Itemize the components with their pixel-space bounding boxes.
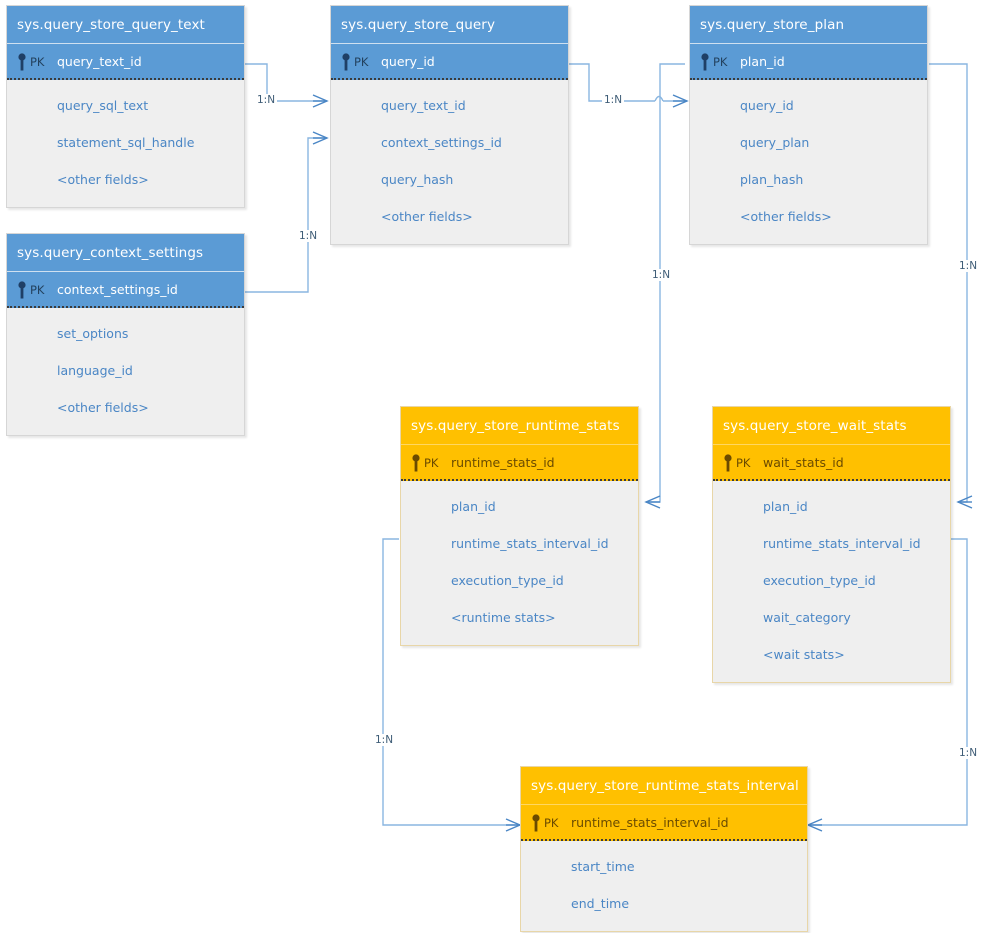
entity-primary-key-row: PK query_id xyxy=(331,44,568,80)
field-row: query_plan xyxy=(740,135,810,150)
key-icon xyxy=(724,454,732,472)
field-row: runtime_stats_interval_id xyxy=(451,536,609,551)
entity-query-store-wait-stats[interactable]: sys.query_store_wait_stats PK wait_stats… xyxy=(712,406,951,683)
entity-primary-key-row: PK runtime_stats_interval_id xyxy=(521,805,807,841)
key-icon xyxy=(532,814,540,832)
entity-title: sys.query_store_query xyxy=(331,6,568,44)
field-row: <wait stats> xyxy=(763,647,845,662)
entity-field-list: plan_id runtime_stats_interval_id execut… xyxy=(401,481,638,645)
pk-field-name: query_id xyxy=(381,54,435,69)
cardinality-label-interval-to-wait-stats: 1:N xyxy=(957,747,980,759)
pk-field-name: context_settings_id xyxy=(57,282,178,297)
field-row: execution_type_id xyxy=(763,573,876,588)
entity-query-store-runtime-stats-interval[interactable]: sys.query_store_runtime_stats_interval P… xyxy=(520,766,808,932)
key-icon xyxy=(701,53,709,71)
rel-plan-to-runtime-stats xyxy=(644,63,685,509)
key-icon xyxy=(18,281,26,299)
pk-badge: PK xyxy=(424,456,439,470)
entity-primary-key-row: PK plan_id xyxy=(690,44,927,80)
entity-title: sys.query_store_query_text xyxy=(7,6,244,44)
entity-title: sys.query_context_settings xyxy=(7,234,244,272)
entity-title: sys.query_store_plan xyxy=(690,6,927,44)
field-row: set_options xyxy=(57,326,129,341)
key-icon xyxy=(342,53,350,71)
key-icon xyxy=(412,454,420,472)
entity-title: sys.query_store_runtime_stats_interval xyxy=(521,767,807,805)
entity-field-list: query_id query_plan plan_hash <other fie… xyxy=(690,80,927,244)
field-row: <other fields> xyxy=(57,172,149,187)
field-row: language_id xyxy=(57,363,133,378)
field-row: context_settings_id xyxy=(381,135,502,150)
field-row: <other fields> xyxy=(381,209,473,224)
pk-badge: PK xyxy=(544,816,559,830)
pk-badge: PK xyxy=(30,283,45,297)
entity-query-store-plan[interactable]: sys.query_store_plan PK plan_id query_id… xyxy=(689,5,928,245)
cardinality-label-query-text-to-query: 1:N xyxy=(255,94,278,106)
entity-field-list: set_options language_id <other fields> xyxy=(7,308,244,435)
cardinality-label-context-settings-to-query: 1:N xyxy=(297,230,320,242)
entity-query-store-query[interactable]: sys.query_store_query PK query_id query_… xyxy=(330,5,569,245)
field-row: query_hash xyxy=(381,172,454,187)
field-row: end_time xyxy=(571,896,630,911)
field-row: runtime_stats_interval_id xyxy=(763,536,921,551)
pk-badge: PK xyxy=(30,55,45,69)
field-row: statement_sql_handle xyxy=(57,135,195,150)
rel-query-to-plan xyxy=(569,63,689,108)
pk-field-name: plan_id xyxy=(740,54,785,69)
entity-primary-key-row: PK query_text_id xyxy=(7,44,244,80)
field-row: plan_id xyxy=(763,499,808,514)
field-row: query_id xyxy=(740,98,794,113)
cardinality-label-query-to-plan: 1:N xyxy=(602,94,625,106)
entity-field-list: query_sql_text statement_sql_handle <oth… xyxy=(7,80,244,207)
entity-query-store-query-text[interactable]: sys.query_store_query_text PK query_text… xyxy=(6,5,245,208)
pk-field-name: runtime_stats_id xyxy=(451,455,555,470)
key-icon xyxy=(18,53,26,71)
cardinality-label-plan-to-wait-stats: 1:N xyxy=(957,260,980,272)
rel-context-settings-to-query xyxy=(245,131,329,293)
field-row: execution_type_id xyxy=(451,573,564,588)
pk-badge: PK xyxy=(354,55,369,69)
cardinality-label-plan-to-runtime-stats: 1:N xyxy=(650,269,673,281)
field-row: start_time xyxy=(571,859,635,874)
entity-primary-key-row: PK wait_stats_id xyxy=(713,445,950,481)
field-row: plan_id xyxy=(451,499,496,514)
field-row: query_text_id xyxy=(381,98,466,113)
entity-field-list: query_text_id context_settings_id query_… xyxy=(331,80,568,244)
entity-query-store-runtime-stats[interactable]: sys.query_store_runtime_stats PK runtime… xyxy=(400,406,639,646)
entity-field-list: plan_id runtime_stats_interval_id execut… xyxy=(713,481,950,682)
entity-primary-key-row: PK context_settings_id xyxy=(7,272,244,308)
pk-field-name: wait_stats_id xyxy=(763,455,844,470)
entity-title: sys.query_store_wait_stats xyxy=(713,407,950,445)
field-row: wait_category xyxy=(763,610,851,625)
field-row: <other fields> xyxy=(740,209,832,224)
entity-query-context-settings[interactable]: sys.query_context_settings PK context_se… xyxy=(6,233,245,436)
field-row: plan_hash xyxy=(740,172,804,187)
pk-badge: PK xyxy=(713,55,728,69)
pk-field-name: runtime_stats_interval_id xyxy=(571,815,729,830)
entity-primary-key-row: PK runtime_stats_id xyxy=(401,445,638,481)
cardinality-label-interval-to-runtime-stats: 1:N xyxy=(373,734,396,746)
entity-title: sys.query_store_runtime_stats xyxy=(401,407,638,445)
field-row: <runtime stats> xyxy=(451,610,556,625)
field-row: query_sql_text xyxy=(57,98,149,113)
pk-badge: PK xyxy=(736,456,751,470)
pk-field-name: query_text_id xyxy=(57,54,142,69)
entity-field-list: start_time end_time xyxy=(521,841,807,931)
field-row: <other fields> xyxy=(57,400,149,415)
